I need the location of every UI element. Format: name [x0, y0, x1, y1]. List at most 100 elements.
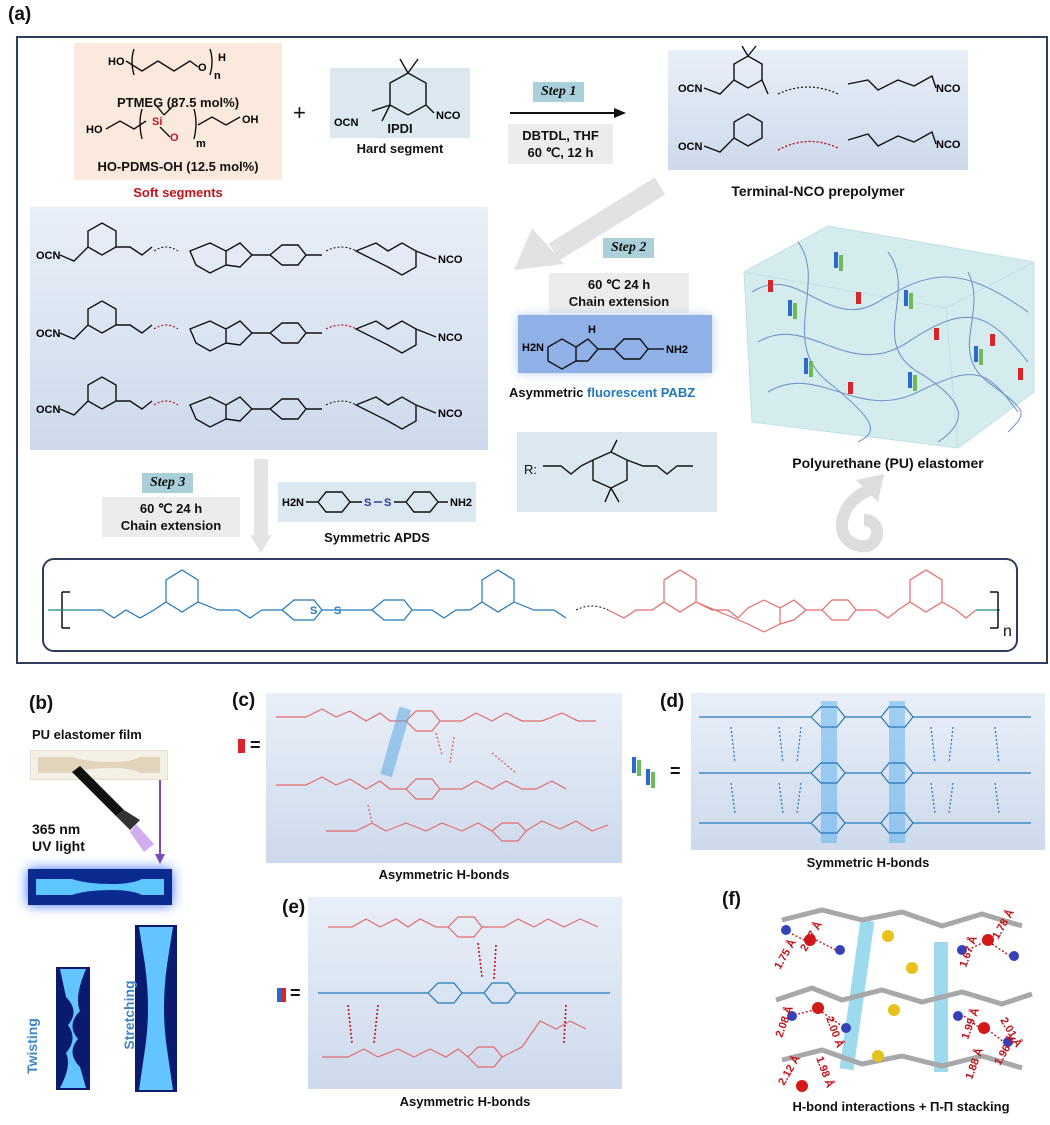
ipdi-label: IPDI [330, 121, 470, 136]
ocn-row3: OCN [36, 404, 61, 416]
prepolymer-label: Terminal-NCO prepolymer [668, 183, 968, 199]
step3-tag: Step 3 [142, 473, 193, 493]
soft-segments-label: Soft segments [74, 185, 282, 200]
s-atom-apds-2: S [384, 497, 391, 509]
ho-atom-1: HO [108, 56, 125, 68]
h-atom-1: H [218, 52, 226, 64]
s-atom-apds-1: S [364, 497, 371, 509]
distance-label-4: 2.00 Å [823, 1015, 846, 1050]
caption-f: H-bond interactions + Π-Π stacking [752, 1099, 1050, 1114]
nco-row2: NCO [438, 332, 463, 344]
nco-pre-2: NCO [936, 139, 961, 151]
panel-label-e: (e) [282, 897, 305, 919]
pabz-prefix: Asymmetric [509, 385, 587, 400]
nh2-apds: NH2 [450, 497, 472, 509]
sub-m: m [196, 138, 206, 150]
prepolymer-structure: OCN NCO OCN NCO [668, 50, 968, 170]
o-atom-1: O [198, 62, 207, 74]
step3-arrow [248, 457, 274, 557]
asymmetric-hbond-structure-e [308, 897, 622, 1089]
step2-tag: Step 2 [603, 238, 654, 258]
step1-cond2: 60 ℃, 12 h [508, 144, 613, 161]
blue-apds-segment [82, 570, 566, 620]
nh2-pabz: NH2 [666, 344, 688, 356]
h2n-apds: H2N [282, 497, 304, 509]
distance-label-2: 2.07 Å [797, 919, 824, 954]
plus-sign: + [293, 100, 306, 126]
step2-conditions: 60 ℃ 24 h Chain extension [549, 273, 689, 313]
distance-label-11: 1.88 Å [963, 1046, 986, 1081]
h-pabz: H [588, 324, 596, 336]
symmetric-hbond-structure-d [691, 693, 1045, 850]
distance-label-9: 1.99 Å [959, 1006, 982, 1041]
pdms-label: HO-PDMS-OH (12.5 mol%) [74, 159, 282, 174]
chain-row-3: OCN NCO [36, 377, 463, 429]
si-atom: Si [152, 116, 162, 128]
caption-d: Symmetric H-bonds [691, 855, 1045, 870]
panel-label-c: (c) [232, 690, 255, 712]
step2-cond1: 60 ℃ 24 h [549, 276, 689, 293]
oh-atom: OH [242, 114, 259, 126]
red-blue-block-icon-e [276, 987, 288, 1003]
step3-cond1: 60 ℃ 24 h [102, 500, 240, 517]
blue-green-block-icon-d [630, 755, 664, 791]
pabz-structure: H2N H NH2 [518, 315, 712, 373]
ho-atom-2: HO [86, 124, 103, 136]
distance-label-1: 1.75 Å [771, 937, 798, 972]
stretching-shape [135, 925, 177, 1092]
step3-cond2: Chain extension [102, 517, 240, 534]
pu-network-illustration [738, 222, 1038, 452]
distance-label-5: 1.98 Å [813, 1055, 836, 1090]
asymmetric-hbond-structure-c [266, 693, 622, 863]
distance-label-12: 1.96 Å [991, 1033, 1018, 1068]
film-fluorescent-shape [34, 875, 166, 899]
ocn-pre-1: OCN [678, 83, 703, 95]
ptmeg-label: PTMEG (87.5 mol%) [74, 95, 282, 110]
nco-pre-1: NCO [936, 83, 961, 95]
ocn-row2: OCN [36, 328, 61, 340]
panel-label-f: (f) [722, 889, 741, 911]
twisting-label: Twisting [24, 1006, 40, 1086]
ocn-row1: OCN [36, 250, 61, 262]
pabz-name: fluorescent PABZ [587, 385, 695, 400]
apds-structure: H2N S S NH2 [278, 482, 476, 522]
panel-label-a: (a) [8, 4, 31, 26]
pabz-label: Asymmetric fluorescent PABZ [509, 385, 695, 400]
film-label: PU elastomer film [32, 727, 142, 742]
equals-d: = [670, 761, 681, 782]
step1-cond1: DBTDL, THF [508, 127, 613, 144]
caption-e: Asymmetric H-bonds [308, 1094, 622, 1109]
equals-c: = [250, 735, 261, 756]
molecular-model-f: 1.75 Å 2.07 Å 2.08 Å 2.00 Å 1.98 Å 2.12 … [762, 890, 1042, 1090]
r-group-structure [517, 432, 717, 512]
extended-chain-structures: OCN NCO OCN NCO OCN NCO [30, 207, 488, 450]
repeat-unit-n: n [1003, 623, 1012, 641]
pu-elastomer-label: Polyurethane (PU) elastomer [748, 455, 1028, 471]
final-polymer-structure: S S [42, 558, 1018, 652]
apds-label: Symmetric APDS [278, 530, 476, 545]
step2-cond2: Chain extension [549, 293, 689, 310]
red-block-icon-c [238, 739, 245, 753]
panel-label-d: (d) [660, 691, 684, 713]
s-atom-chain-1: S [310, 605, 317, 617]
red-pabz-segment [608, 570, 976, 632]
stretching-label: Stretching [121, 970, 137, 1060]
nco-row1: NCO [438, 254, 463, 266]
hard-segment-label: Hard segment [330, 141, 470, 156]
caption-c: Asymmetric H-bonds [266, 867, 622, 882]
step1-tag: Step 1 [533, 82, 584, 102]
sub-n: n [214, 70, 221, 82]
uv-flashlight-icon [64, 762, 174, 872]
ocn-pre-2: OCN [678, 141, 703, 153]
uv-wavelength-label: 365 nm [32, 821, 80, 837]
h2n-pabz: H2N [522, 342, 544, 354]
distance-label-3: 2.08 Å [773, 1004, 796, 1039]
s-atom-chain-2: S [334, 605, 341, 617]
uv-light-label: UV light [32, 838, 85, 854]
o-atom-si: O [170, 132, 179, 144]
chain-row-1: OCN NCO [36, 223, 463, 275]
chain-row-2: OCN NCO [36, 301, 463, 353]
step3-conditions: 60 ℃ 24 h Chain extension [102, 497, 240, 537]
twisting-shape [56, 967, 90, 1090]
nco-row3: NCO [438, 408, 463, 420]
